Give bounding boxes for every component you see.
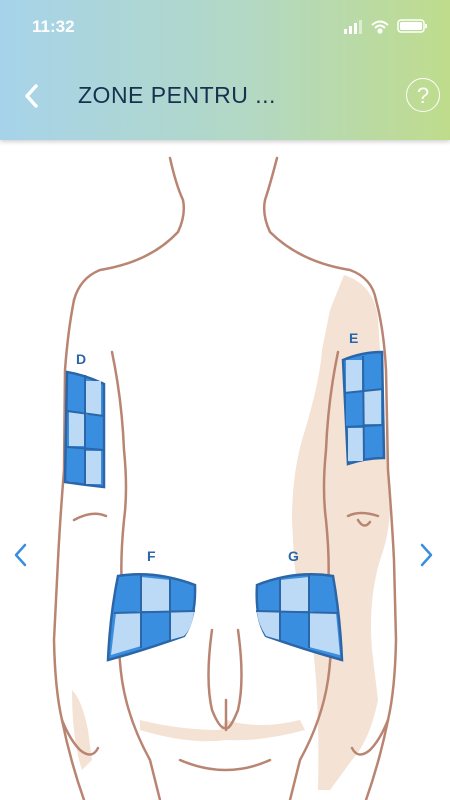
left-elbow [72,512,108,522]
zone-label-G: G [288,548,299,564]
zone-label-D: D [76,351,86,367]
neck-left [72,156,186,302]
status-icons [344,19,427,34]
back-arrow-icon[interactable] [18,78,48,114]
left-buttock [207,628,228,730]
neck-right [262,156,378,302]
right-elbow-mark [356,518,372,527]
lower-fold [178,758,272,772]
body-diagram: D E F [52,156,398,800]
left-arm-outer [52,298,86,800]
status-bar: 11:32 [0,0,450,54]
body-shadow-left-foot [72,690,92,770]
page-title: ZONE PENTRU ... [78,82,276,108]
help-button[interactable]: ? [406,78,440,112]
right-hand [350,718,390,756]
next-arrow-icon[interactable] [413,540,439,570]
zone-G[interactable]: G [255,548,344,662]
left-hand [60,718,100,756]
app-header: 11:32 ZONE PENTRU ... ? [0,0,450,140]
battery-icon [397,19,427,33]
zone-label-E: E [349,330,358,346]
previous-arrow-icon[interactable] [8,540,34,570]
right-buttock [224,628,243,730]
title-row: ZONE PENTRU ... ? [0,72,450,122]
right-arm-outer [364,298,398,800]
zone-label-F: F [147,548,156,564]
status-time: 11:32 [32,17,75,36]
zone-E[interactable]: E [341,330,386,466]
wifi-icon [371,20,389,34]
right-elbow [346,511,380,518]
signal-icon [344,20,362,34]
zone-F[interactable]: F [106,548,197,662]
right-arm-inner [322,350,340,592]
zone-D[interactable]: D [63,351,106,489]
left-arm-inner [110,350,128,592]
body-shadow-lower [140,720,305,742]
